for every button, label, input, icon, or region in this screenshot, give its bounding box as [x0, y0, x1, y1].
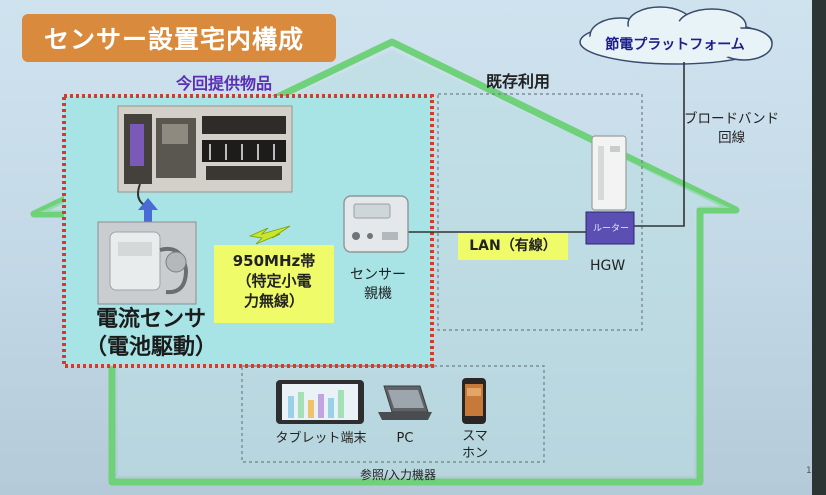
frequency-band-label: 950MHz帯 （特定小電 力無線）: [214, 245, 334, 323]
hgw-label: HGW: [590, 258, 625, 274]
sensor-parent-icon: [344, 196, 408, 252]
smartphone-line2: ホン: [458, 445, 492, 462]
smartphone-icon: [462, 378, 486, 424]
existing-label: 既存利用: [486, 68, 550, 92]
freq-line1: 950MHz帯: [214, 251, 334, 271]
sensor-parent-label: センサー 親機: [346, 266, 410, 304]
current-sensor-line2: （電池駆動）: [82, 334, 220, 362]
tablet-label: タブレット端末: [266, 430, 376, 447]
reference-devices-label: 参照/入力機器: [360, 466, 436, 483]
freq-line2: （特定小電: [214, 271, 334, 291]
freq-line3: 力無線）: [214, 291, 334, 311]
cloud-label: 節電プラットフォーム: [590, 34, 760, 54]
distribution-board-icon: [118, 106, 292, 206]
current-sensor-icon: [98, 222, 196, 304]
broadband-line2: 回線: [684, 129, 779, 148]
pc-label: PC: [392, 430, 418, 447]
sensor-parent-line1: センサー: [346, 266, 410, 285]
current-sensor-line1: 電流センサ: [82, 306, 220, 334]
broadband-line1: ブロードバンド: [684, 110, 779, 129]
router-label: ルーター: [588, 221, 634, 234]
projector-edge: [812, 0, 826, 495]
broadband-label: ブロードバンド 回線: [684, 110, 779, 148]
hgw-icon: [592, 136, 626, 210]
smartphone-label: スマ ホン: [458, 428, 492, 462]
slide-title: センサー設置宅内構成: [22, 14, 336, 62]
tablet-icon: [276, 380, 364, 424]
offer-label: 今回提供物品: [176, 70, 272, 94]
smartphone-line1: スマ: [458, 428, 492, 445]
lan-label: LAN（有線）: [458, 233, 568, 260]
sensor-parent-line2: 親機: [346, 285, 410, 304]
current-sensor-label: 電流センサ （電池駆動）: [82, 306, 220, 362]
